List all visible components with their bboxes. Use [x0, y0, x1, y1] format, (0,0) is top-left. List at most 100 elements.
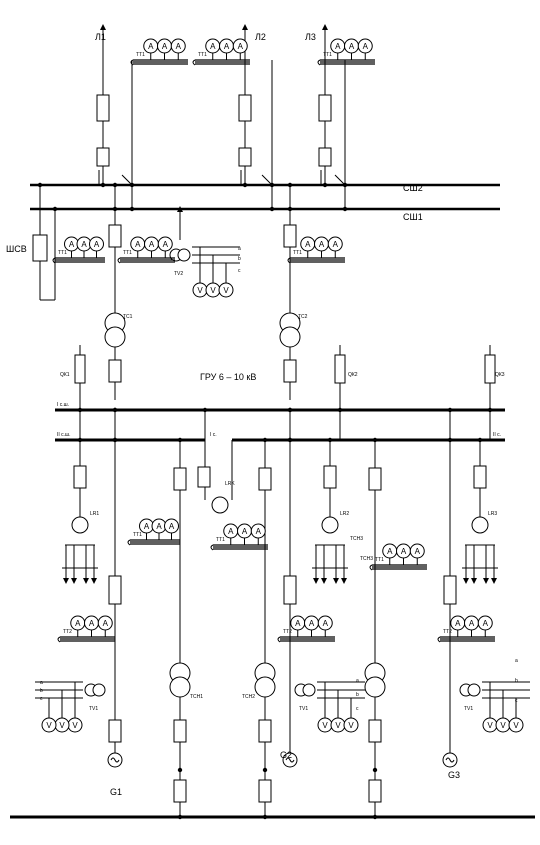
ammeter-icon: A — [144, 236, 159, 252]
phase-label: b — [356, 692, 359, 698]
arrow-up-icon — [322, 24, 328, 30]
ct-label: ТТ1 — [123, 250, 132, 256]
switch-box — [108, 224, 122, 248]
junction-dot — [287, 407, 293, 413]
qk-label: QК3 — [495, 372, 505, 378]
ammeter-icon: A — [84, 615, 99, 631]
junction-dot — [112, 437, 118, 443]
ammeter-icon: A — [223, 523, 239, 539]
vt-winding-icon — [467, 683, 481, 697]
junction-dot — [112, 182, 118, 188]
meter-label: A — [415, 547, 421, 556]
reactor-icon — [321, 516, 339, 534]
ammeter-icon: A — [327, 236, 343, 252]
phase-label: c — [40, 696, 43, 702]
junction-dot — [269, 182, 275, 188]
arrow-down-icon — [321, 578, 327, 584]
phase-label: b — [40, 688, 43, 694]
switch-box — [96, 94, 110, 122]
junction-dot — [262, 767, 268, 773]
line-label: Л3 — [305, 32, 316, 42]
ammeter-icon: A — [143, 38, 159, 54]
phase-label: a — [356, 678, 359, 684]
junction-dot — [287, 206, 293, 212]
meter-label: A — [69, 240, 75, 249]
switch-box — [108, 719, 122, 743]
bus-label-sec1: I с.ш. — [57, 402, 69, 408]
ammeter-icon: A — [477, 615, 493, 631]
bus-coupler-box — [32, 234, 48, 262]
meter-label: A — [335, 42, 341, 51]
bus-label-sec-ic: I с. — [210, 432, 217, 438]
arrow-down-icon — [471, 578, 477, 584]
ammeter-icon: A — [409, 543, 425, 559]
meter-label: A — [75, 619, 81, 628]
junction-dot — [100, 182, 106, 188]
ammeter-icon: A — [314, 236, 329, 252]
ct-label: ТТ1 — [323, 52, 332, 58]
voltmeter-icon: V — [54, 717, 70, 733]
ct-label: ТТ2 — [443, 629, 452, 635]
ct-label: ТТ1 — [136, 52, 145, 58]
meter-label: A — [224, 42, 230, 51]
arrow-down-icon — [463, 578, 469, 584]
current-transformer-meter-group: ТТ1 — [369, 557, 427, 571]
meter-label: A — [455, 619, 461, 628]
qk-label: QК2 — [348, 372, 358, 378]
reactor-label: LR1 — [90, 511, 99, 517]
switch-box — [108, 575, 122, 605]
voltmeter-icon: V — [317, 717, 333, 733]
bus-label-sec-iic: II с. — [493, 432, 501, 438]
meter-label: V — [322, 721, 328, 730]
arrow-down-icon — [491, 578, 497, 584]
switch-box — [238, 94, 252, 122]
ammeter-icon: A — [250, 523, 266, 539]
switch-box — [473, 465, 487, 489]
switch-box — [108, 359, 122, 383]
ammeter-icon: A — [237, 523, 252, 539]
junction-dot — [372, 767, 378, 773]
ammeter-icon: A — [382, 543, 398, 559]
reactor-icon — [471, 516, 489, 534]
junction-dot — [262, 437, 268, 443]
vt-winding-icon — [92, 683, 106, 697]
meter-label: V — [487, 721, 493, 730]
ct-label: ТТ1 — [293, 250, 302, 256]
sine-icon — [445, 757, 455, 763]
meter-label: V — [72, 721, 78, 730]
junction-dot — [77, 437, 83, 443]
ammeter-icon: A — [157, 236, 173, 252]
switch-box — [318, 94, 332, 122]
junction-dot — [129, 206, 135, 212]
switch-box — [368, 719, 382, 743]
meter-label: A — [333, 240, 339, 249]
ct-label: ТТ2 — [283, 629, 292, 635]
meter-label: A — [401, 547, 407, 556]
vt-label: ТV1 — [464, 706, 473, 712]
voltmeter-icon: V — [482, 717, 498, 733]
meter-label: A — [144, 522, 150, 531]
ct-label: ТТ1 — [375, 557, 384, 563]
junction-dot — [112, 407, 118, 413]
generator-label: G1 — [110, 787, 122, 797]
ammeter-icon: A — [396, 543, 411, 559]
meter-label: V — [46, 721, 52, 730]
vt-winding-icon — [177, 248, 191, 262]
junction-dot — [242, 182, 248, 188]
voltmeter-icon: V — [330, 717, 346, 733]
tc-label: ТС1 — [123, 314, 133, 320]
bus-label-sec2: II с.ш. — [57, 432, 70, 438]
transformer-icon — [279, 326, 301, 348]
meter-label: A — [387, 547, 393, 556]
arrow-up-icon — [242, 24, 248, 30]
meter-label: A — [469, 619, 475, 628]
voltmeter-icon: V — [508, 717, 524, 733]
voltmeter-icon: V — [218, 282, 234, 298]
switch-box — [173, 467, 187, 491]
junction-dot — [287, 437, 293, 443]
arrow-down-icon — [483, 578, 489, 584]
meter-label: A — [323, 619, 329, 628]
switch-box — [74, 354, 86, 384]
junction-dot — [177, 767, 183, 773]
